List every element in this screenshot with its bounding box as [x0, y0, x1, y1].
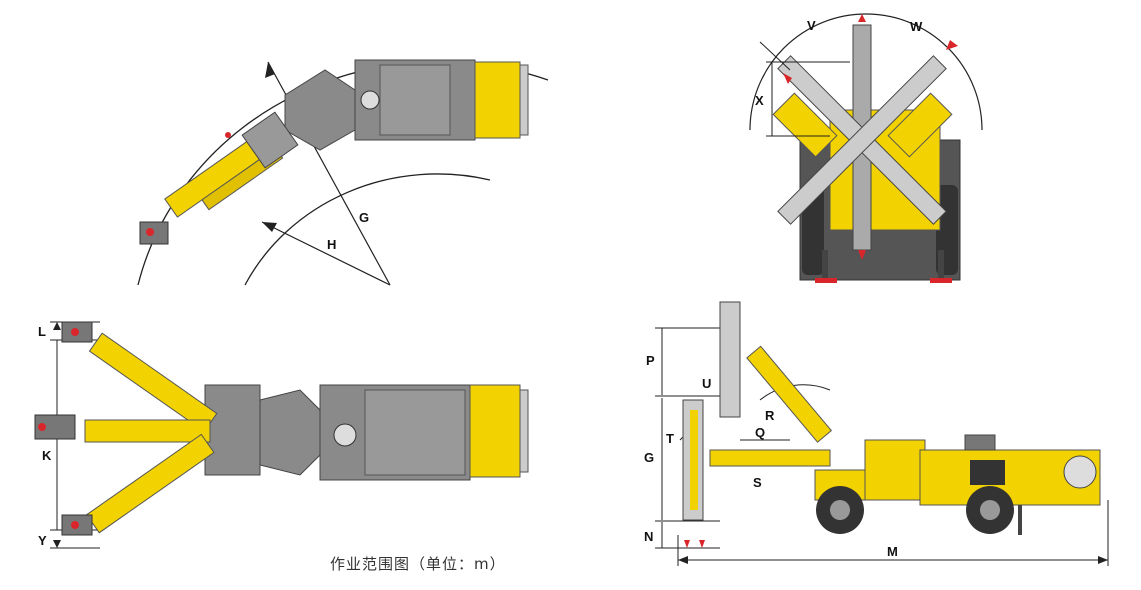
side-boom-horizontal	[709, 449, 831, 467]
bit-arrow-side-b	[699, 540, 705, 548]
wheel-rear-hub	[980, 500, 1000, 520]
outrigger-right	[938, 250, 944, 280]
feed-right-tilt	[777, 55, 947, 225]
coverage-cab-panel	[519, 389, 529, 473]
label-p: P	[646, 353, 655, 368]
wheel-front-hub	[830, 500, 850, 520]
panel-front-view: V W X	[749, 13, 983, 283]
bit-arrow-side-a	[684, 540, 690, 548]
bit-red-lower	[71, 521, 79, 529]
label-g-side: G	[644, 450, 654, 465]
bit-red-upper	[71, 328, 79, 336]
coverage-plate	[364, 389, 466, 476]
label-h: H	[327, 237, 336, 252]
side-boom-lift	[746, 345, 833, 443]
side-engine-grille	[970, 460, 1005, 485]
label-u: U	[702, 376, 711, 391]
label-x: X	[755, 93, 764, 108]
gauge-icon	[360, 90, 380, 110]
coverage-cab	[469, 384, 521, 478]
bit-arrow-left	[783, 73, 792, 84]
panel-top-view-swing: G H	[137, 59, 549, 286]
boom-center	[84, 419, 211, 443]
outrigger-left	[822, 250, 828, 280]
label-l: L	[38, 324, 46, 339]
label-v: V	[807, 18, 816, 33]
arrow-l-up	[53, 322, 61, 330]
label-m: M	[887, 544, 898, 559]
arrow-m-right	[1098, 556, 1108, 564]
arrow-head-g	[265, 62, 275, 78]
turntable	[284, 69, 356, 151]
dim-v-line	[759, 41, 791, 71]
arrow-m-left	[678, 556, 688, 564]
panel-side-view: P U R T Q G S N M	[644, 301, 1109, 566]
panel-top-view-coverage: L K Y	[34, 321, 529, 549]
bit-arrow-right	[946, 40, 958, 50]
label-r: R	[765, 408, 775, 423]
label-n: N	[644, 529, 653, 544]
coverage-turntable	[259, 389, 321, 476]
feed-upright-tall	[719, 301, 741, 418]
label-g: G	[359, 210, 369, 225]
label-y: Y	[38, 533, 47, 548]
side-top-box	[964, 434, 996, 451]
label-w: W	[910, 19, 923, 34]
chassis-plate	[379, 64, 451, 136]
coverage-turret	[204, 384, 261, 476]
arrow-y-down	[53, 540, 61, 548]
bit-arrow-top	[858, 14, 866, 22]
label-s: S	[753, 475, 762, 490]
inner-reach-arc	[244, 173, 491, 286]
foot-right	[930, 278, 952, 283]
bit-red-center	[38, 423, 46, 431]
bit-arrow-bottom	[858, 250, 866, 260]
cab-panel	[519, 64, 529, 136]
feed-upright-front-yellow	[690, 410, 698, 510]
boom-swung	[164, 111, 299, 218]
arrow-head-h	[262, 222, 277, 232]
rotation-arc	[749, 13, 983, 131]
coverage-gauge-icon	[333, 423, 357, 447]
cab-yellow	[474, 61, 521, 139]
side-cabin	[864, 439, 926, 501]
boom-upper	[88, 332, 218, 433]
drill-bit-red	[146, 228, 154, 236]
hose-red	[225, 132, 231, 138]
side-fan-icon	[1063, 455, 1097, 489]
foot-left	[815, 278, 837, 283]
drill-head	[139, 221, 169, 245]
front-yellow-arm-right	[887, 92, 953, 158]
label-q: Q	[755, 425, 765, 440]
label-t: T	[666, 431, 674, 446]
label-k: K	[42, 448, 52, 463]
diagram-caption: 作业范围图（单位：m）	[330, 555, 506, 573]
boom-lower	[85, 433, 215, 534]
radius-line-h	[261, 221, 391, 286]
